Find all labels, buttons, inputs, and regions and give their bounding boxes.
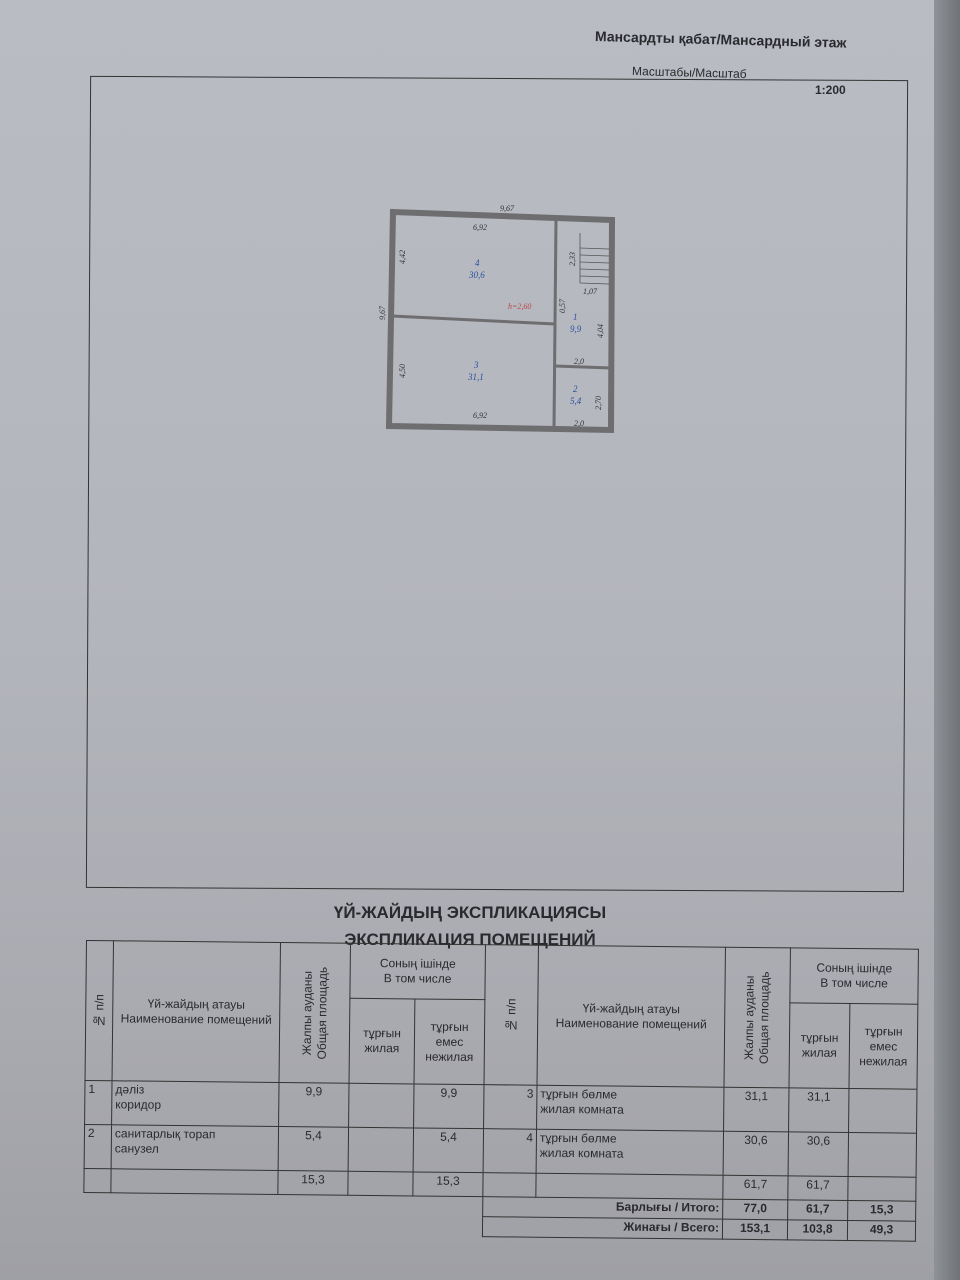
total-area: 9,9 xyxy=(278,1082,350,1128)
interior-wall xyxy=(554,364,612,370)
room-4-area: 30,6 xyxy=(468,270,485,280)
row-no: 1 xyxy=(84,1080,113,1125)
dim-room3-bottom: 6,92 xyxy=(473,411,487,420)
living-area: 30,6 xyxy=(788,1131,849,1177)
vsego-label: Жинағы / Всего: xyxy=(482,1216,723,1240)
dim-left: 9,67 xyxy=(378,305,387,320)
nonliving-area: 5,4 xyxy=(413,1127,484,1173)
outer-wall xyxy=(385,208,616,434)
explication-title-kz: ҮЙ-ЖАЙДЫҢ ЭКСПЛИКАЦИЯСЫ xyxy=(333,903,607,922)
nonliving-area xyxy=(848,1132,917,1178)
dim-top: 9,67 xyxy=(500,204,515,213)
subtotal-nonliving xyxy=(847,1176,917,1202)
total-area: 31,1 xyxy=(723,1087,790,1132)
room-4-no: 4 xyxy=(475,258,480,268)
floor-plan: 9,67 6,92 4,42 9,67 4,50 6,92 2,33 1,07 … xyxy=(378,204,616,434)
living-area xyxy=(348,1127,414,1172)
living-area: 31,1 xyxy=(788,1087,850,1133)
itogo-nonliving: 15,3 xyxy=(847,1200,916,1222)
room-name-kz: санитарлық торап xyxy=(114,1126,216,1142)
dim-wc-top: 2,0 xyxy=(574,357,584,366)
header-incl-kz: Соның ішінде xyxy=(379,956,456,971)
total-area: 30,6 xyxy=(723,1131,789,1176)
header-name-ru: Наименование помещений xyxy=(555,1015,707,1032)
header-living: тұрғын жилая xyxy=(789,1002,850,1089)
header-total: Жалпы ауданы Общая площадь xyxy=(299,966,330,1060)
room-3-no: 3 xyxy=(473,360,479,370)
header-name-kz: Үй-жайдың атауы xyxy=(147,996,246,1012)
header-name-ru: Наименование помещений xyxy=(120,1010,272,1027)
itogo-total: 77,0 xyxy=(722,1199,788,1220)
row-no: 3 xyxy=(483,1084,538,1130)
dim-stair-width: 1,07 xyxy=(583,287,598,296)
subtotal-total: 61,7 xyxy=(722,1175,789,1200)
ceiling-height: h=2,60 xyxy=(508,302,531,311)
subtotal-living xyxy=(347,1171,414,1196)
header-no: № п/п xyxy=(503,998,518,1032)
room-3-area: 31,1 xyxy=(467,372,484,382)
subtotal-living: 61,7 xyxy=(787,1175,849,1201)
header-total: Жалпы ауданы Общая площадь xyxy=(741,971,772,1065)
itogo-label: Барлығы / Итого: xyxy=(482,1196,723,1220)
vsego-total: 153,1 xyxy=(722,1219,788,1240)
row-no: 4 xyxy=(483,1128,537,1174)
nonliving-area: 9,9 xyxy=(413,1083,485,1129)
room-1-no: 1 xyxy=(573,312,578,322)
room-name-ru: жилая комната xyxy=(540,1101,624,1117)
vsego-nonliving: 49,3 xyxy=(847,1220,916,1242)
room-2-area: 5,4 xyxy=(570,396,582,406)
header-nonliving: тұрғын емес нежилая xyxy=(414,998,485,1085)
header-no: № п/п xyxy=(91,993,106,1028)
nonliving-area xyxy=(848,1088,918,1134)
explication-title-ru: ЭКСПЛИКАЦИЯ ПОМЕЩЕНИЙ xyxy=(344,930,596,949)
dim-wc-side: 2,70 xyxy=(594,396,603,410)
dim-room3-side: 4,50 xyxy=(398,364,407,378)
dim-door: 0,57 xyxy=(558,298,567,313)
header-nonliving: тұрғын емес нежилая xyxy=(849,1003,918,1090)
header-living: тұрғын жилая xyxy=(349,998,415,1084)
dim-room4-top: 6,92 xyxy=(473,223,487,232)
interior-wall xyxy=(391,314,556,326)
room-1-area: 9,9 xyxy=(570,324,582,334)
page-edge xyxy=(934,0,960,1280)
header-incl-ru: В том числе xyxy=(383,971,452,986)
interior-wall xyxy=(552,219,558,429)
dim-stair: 2,33 xyxy=(568,252,577,266)
itogo-living: 61,7 xyxy=(787,1199,848,1221)
dim-room4-side: 4,42 xyxy=(398,250,407,264)
dim-wc-bottom: 2,0 xyxy=(574,419,584,428)
subtotal-nonliving: 15,3 xyxy=(412,1171,484,1197)
floor-title: Мансардты қабат/Мансардный этаж xyxy=(594,28,847,51)
dim-corridor: 4,04 xyxy=(596,324,605,338)
row-no: 2 xyxy=(84,1124,112,1169)
room-2-no: 2 xyxy=(573,384,578,394)
total-area: 5,4 xyxy=(278,1126,349,1172)
header-incl-kz: Соның ішінде xyxy=(816,960,893,976)
scale-value: 1:200 xyxy=(815,83,846,97)
room-name-ru: коридор xyxy=(115,1097,162,1112)
subtotal-total: 15,3 xyxy=(277,1170,349,1196)
living-area xyxy=(348,1083,415,1128)
room-name-ru: жилая комната xyxy=(539,1145,624,1161)
room-name-ru: санузел xyxy=(114,1141,159,1156)
room-name-kz: дәліз xyxy=(115,1082,145,1097)
stairs xyxy=(579,233,610,285)
header-incl-ru: В том числе xyxy=(820,975,888,991)
vsego-living: 103,8 xyxy=(787,1219,848,1241)
